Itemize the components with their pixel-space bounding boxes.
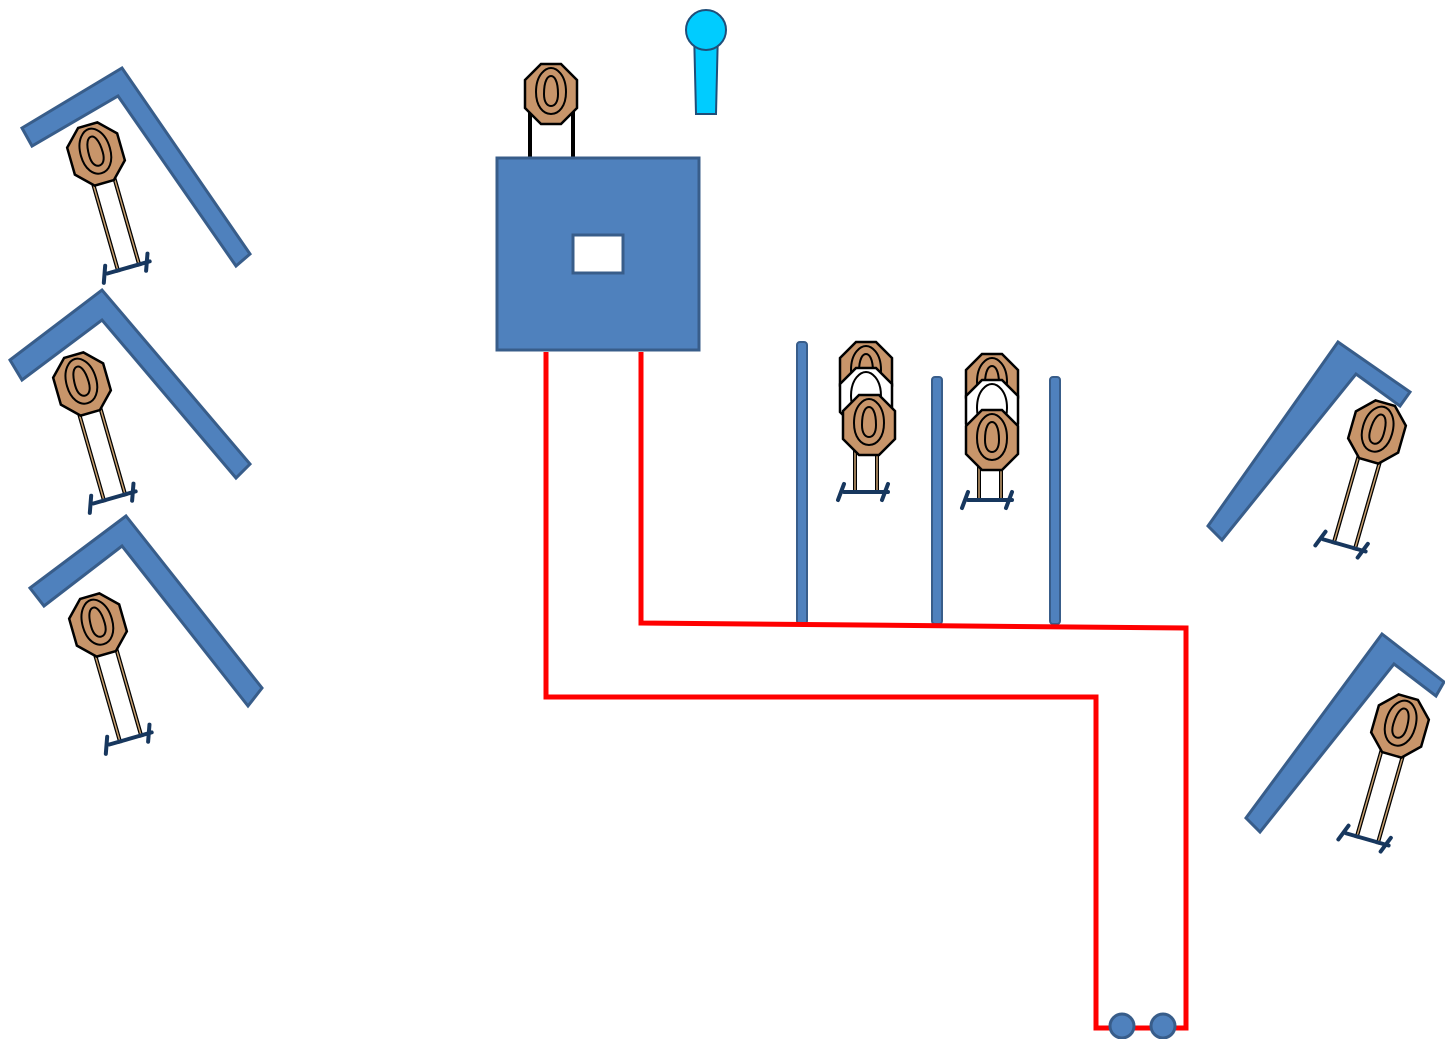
center-target-array-2 bbox=[960, 352, 1020, 510]
left-target-2 bbox=[47, 346, 140, 515]
box-target bbox=[523, 62, 579, 126]
start-pin-icon bbox=[685, 9, 727, 115]
barrel-icon bbox=[1149, 1012, 1177, 1040]
barrel-icon bbox=[1108, 1012, 1136, 1040]
shooting-box bbox=[495, 62, 701, 352]
left-target-3 bbox=[63, 587, 156, 756]
right-target-1 bbox=[1313, 394, 1412, 562]
barrier-2 bbox=[931, 376, 943, 625]
right-wall-1 bbox=[1206, 339, 1413, 543]
center-target-array-1 bbox=[836, 340, 897, 502]
barrier-3 bbox=[1049, 376, 1061, 625]
barrier-1 bbox=[796, 341, 808, 625]
left-target-1 bbox=[61, 116, 154, 285]
left-wall-1 bbox=[19, 65, 253, 269]
fault-line-red bbox=[543, 352, 1189, 1031]
left-wall-2 bbox=[8, 287, 253, 481]
right-wall-2 bbox=[1244, 631, 1445, 835]
left-wall-3 bbox=[27, 513, 264, 709]
port-window bbox=[571, 233, 625, 275]
